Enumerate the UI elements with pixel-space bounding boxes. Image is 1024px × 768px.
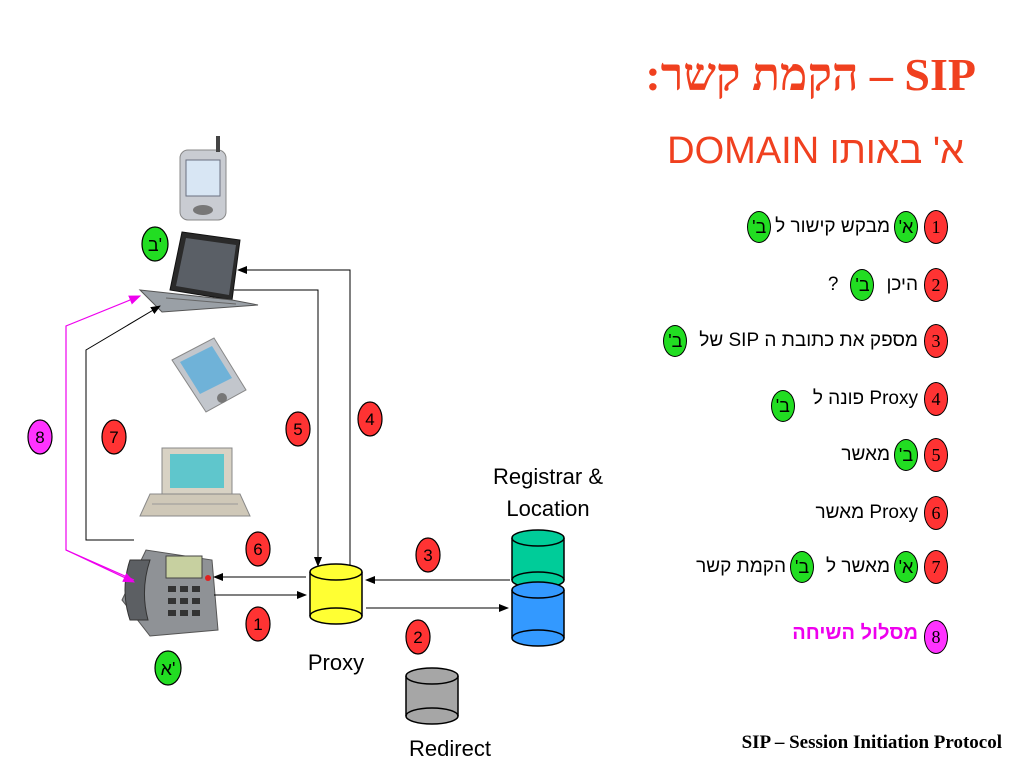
step-4-text: Proxy פונה ל <box>812 388 918 409</box>
step-3-text: מספק את כתובת ה SIP של <box>699 330 918 351</box>
ip-phone-icon-user-a <box>121 549 219 637</box>
badge-b: ב' <box>790 551 815 583</box>
flow-number-2-oval <box>405 619 431 655</box>
registrar-server-icon <box>511 529 565 589</box>
step-number-8: 8 <box>924 620 948 654</box>
flow-number-6: 6 <box>253 540 262 559</box>
step-4: Proxy פונה ל ב' <box>770 382 918 422</box>
handheld-icon <box>171 337 247 413</box>
flow-number-7-oval <box>101 419 127 455</box>
page-subtitle: א' באותו DOMAIN <box>667 130 964 172</box>
flow-number-3: 3 <box>423 546 432 565</box>
proxy-server-icon <box>309 563 363 625</box>
step-7-text-post: הקמת קשר <box>696 556 787 577</box>
step-number-5: 5 <box>924 438 948 472</box>
badge-a: א' <box>894 211 918 243</box>
step-number-7: 7 <box>924 550 948 584</box>
laptop-icon-user-b <box>138 231 259 313</box>
user-b-badge: ב' <box>148 235 162 255</box>
step-8-text: מסלול השיחה <box>792 621 918 644</box>
proxy-label: Proxy <box>308 650 364 675</box>
pda-icon <box>179 136 227 221</box>
step-number-4: 4 <box>924 382 948 416</box>
step-2-text: היכן <box>886 274 918 295</box>
flow-number-1-oval <box>245 606 271 642</box>
registrar-label-line1: Registrar & <box>493 464 603 489</box>
flow-number-3-oval <box>415 537 441 573</box>
redirect-server-icon <box>405 667 459 725</box>
user-a-badge: א' <box>161 659 176 679</box>
arrow-4 <box>237 266 351 566</box>
notebook-icon <box>139 447 251 517</box>
badge-b: ב' <box>850 269 875 301</box>
step-7-text-mid: מאשר ל <box>826 556 890 577</box>
registrar-label-line2: Location <box>506 496 589 521</box>
flow-number-8: 8 <box>35 428 44 447</box>
step-2: היכן ב' ? <box>828 268 918 302</box>
flow-number-8-oval <box>27 419 53 455</box>
step-2-question: ? <box>827 274 839 295</box>
footer-caption: SIP – Session Initiation Protocol <box>741 732 1002 753</box>
redirect-label: Redirect <box>409 736 491 761</box>
step-6-text: Proxy מאשר <box>815 502 918 523</box>
step-1-text: מבקש קישור ל <box>775 216 890 237</box>
flow-number-5: 5 <box>293 420 302 439</box>
user-a-badge-oval <box>154 650 182 686</box>
badge-b: ב' <box>663 325 688 357</box>
location-server-icon <box>511 581 565 647</box>
badge-a: א' <box>894 551 918 583</box>
arrow-7 <box>85 305 161 541</box>
step-number-3: 3 <box>924 324 948 358</box>
user-b-badge-oval <box>141 226 169 262</box>
step-number-1: 1 <box>924 210 948 244</box>
flow-number-1: 1 <box>253 615 262 634</box>
step-1: א' מבקש קישור ל ב' <box>747 210 918 244</box>
flow-number-2: 2 <box>413 628 422 647</box>
step-7: א' מאשר ל ב' הקמת קשר <box>696 550 918 584</box>
step-3: מספק את כתובת ה SIP של ב' <box>663 324 918 358</box>
flow-number-7: 7 <box>109 428 118 447</box>
flow-number-4-oval <box>357 401 383 437</box>
step-5: ב' מאשר <box>841 438 918 472</box>
badge-b: ב' <box>770 390 795 422</box>
step-number-2: 2 <box>924 268 948 302</box>
flow-number-4: 4 <box>365 410 374 429</box>
step-6: Proxy מאשר <box>816 496 918 530</box>
arrow-8-call-path <box>65 295 142 581</box>
badge-b: ב' <box>747 211 772 243</box>
flow-number-5-oval <box>285 411 311 447</box>
step-number-6: 6 <box>924 496 948 530</box>
page-title: SIP – הקמת קשר: <box>645 49 976 100</box>
arrow-5 <box>234 289 322 567</box>
step-8: מסלול השיחה <box>792 616 918 650</box>
step-5-text: מאשר <box>841 444 890 465</box>
badge-b: ב' <box>894 439 918 471</box>
flow-number-6-oval <box>245 531 271 567</box>
